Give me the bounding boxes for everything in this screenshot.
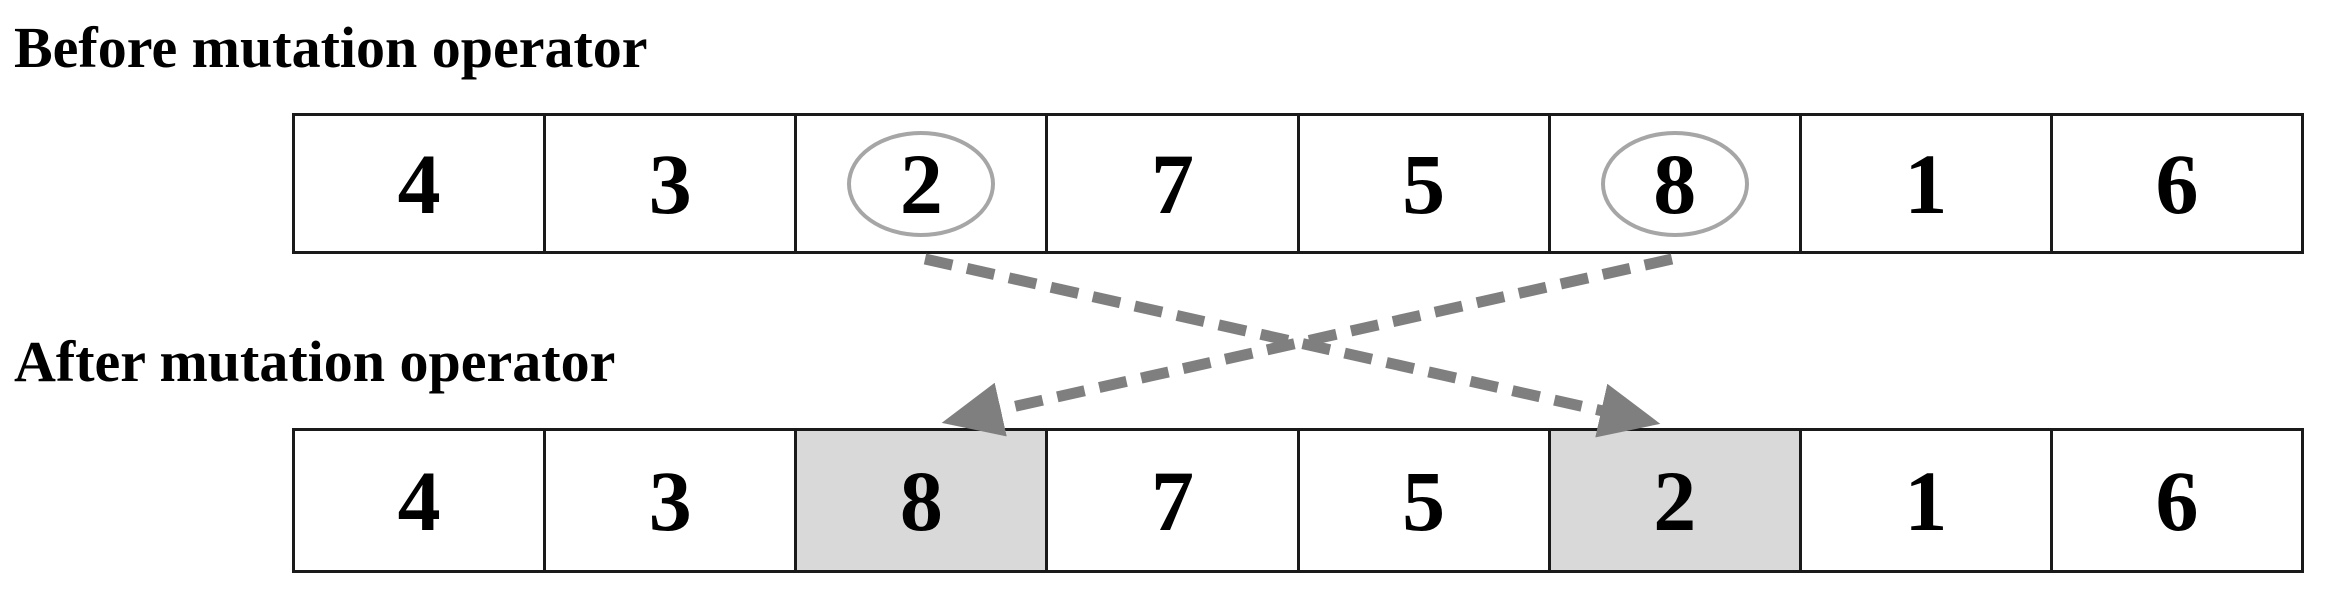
array-cell-after-3: 7: [1048, 431, 1300, 570]
cell-value: 6: [2155, 452, 2199, 549]
cell-value: 7: [1150, 135, 1194, 232]
cell-value: 8: [1653, 135, 1697, 232]
array-cell-before-4: 5: [1300, 116, 1551, 251]
cell-value: 5: [1402, 135, 1446, 232]
cell-value: 5: [1402, 452, 1446, 549]
array-cell-after-1: 3: [546, 431, 798, 570]
array-cell-before-0: 4: [295, 116, 547, 251]
array-cell-before-3: 7: [1048, 116, 1300, 251]
cell-value: 3: [648, 452, 692, 549]
cell-value: 1: [1904, 135, 1948, 232]
cell-value: 6: [2155, 135, 2199, 232]
cell-value: 2: [899, 135, 943, 232]
before-mutation-title: Before mutation operator: [14, 15, 648, 80]
cell-value: 1: [1904, 452, 1948, 549]
array-cell-after-6: 1: [1802, 431, 2053, 570]
array-cell-before-1: 3: [546, 116, 798, 251]
cell-value: 2: [1653, 452, 1697, 549]
array-cell-after-2: 8: [797, 431, 1049, 570]
array-cell-after-5: 2: [1550, 431, 1802, 570]
cell-value: 7: [1150, 452, 1194, 549]
array-cell-after-7: 6: [2053, 431, 2301, 570]
cell-value: 8: [899, 452, 943, 549]
array-cell-before-5: 8: [1551, 116, 1802, 251]
array-cell-before-7: 6: [2053, 116, 2301, 251]
cell-value: 4: [397, 135, 441, 232]
chromosome-array-after: 4 3 8 7 5 2 1 6: [292, 428, 2304, 573]
chromosome-array-before: 4 3 2 7 5 8 1 6: [292, 113, 2304, 254]
array-cell-after-4: 5: [1300, 431, 1551, 570]
swap-arrow-8-to-left: [941, 253, 1674, 437]
array-cell-after-0: 4: [295, 431, 547, 570]
cell-value: 4: [397, 452, 441, 549]
array-cell-before-2: 2: [797, 116, 1049, 251]
swap-arrow-2-to-right: [923, 253, 1661, 438]
cell-value: 3: [648, 135, 692, 232]
array-cell-before-6: 1: [1802, 116, 2053, 251]
after-mutation-title: After mutation operator: [14, 329, 616, 394]
